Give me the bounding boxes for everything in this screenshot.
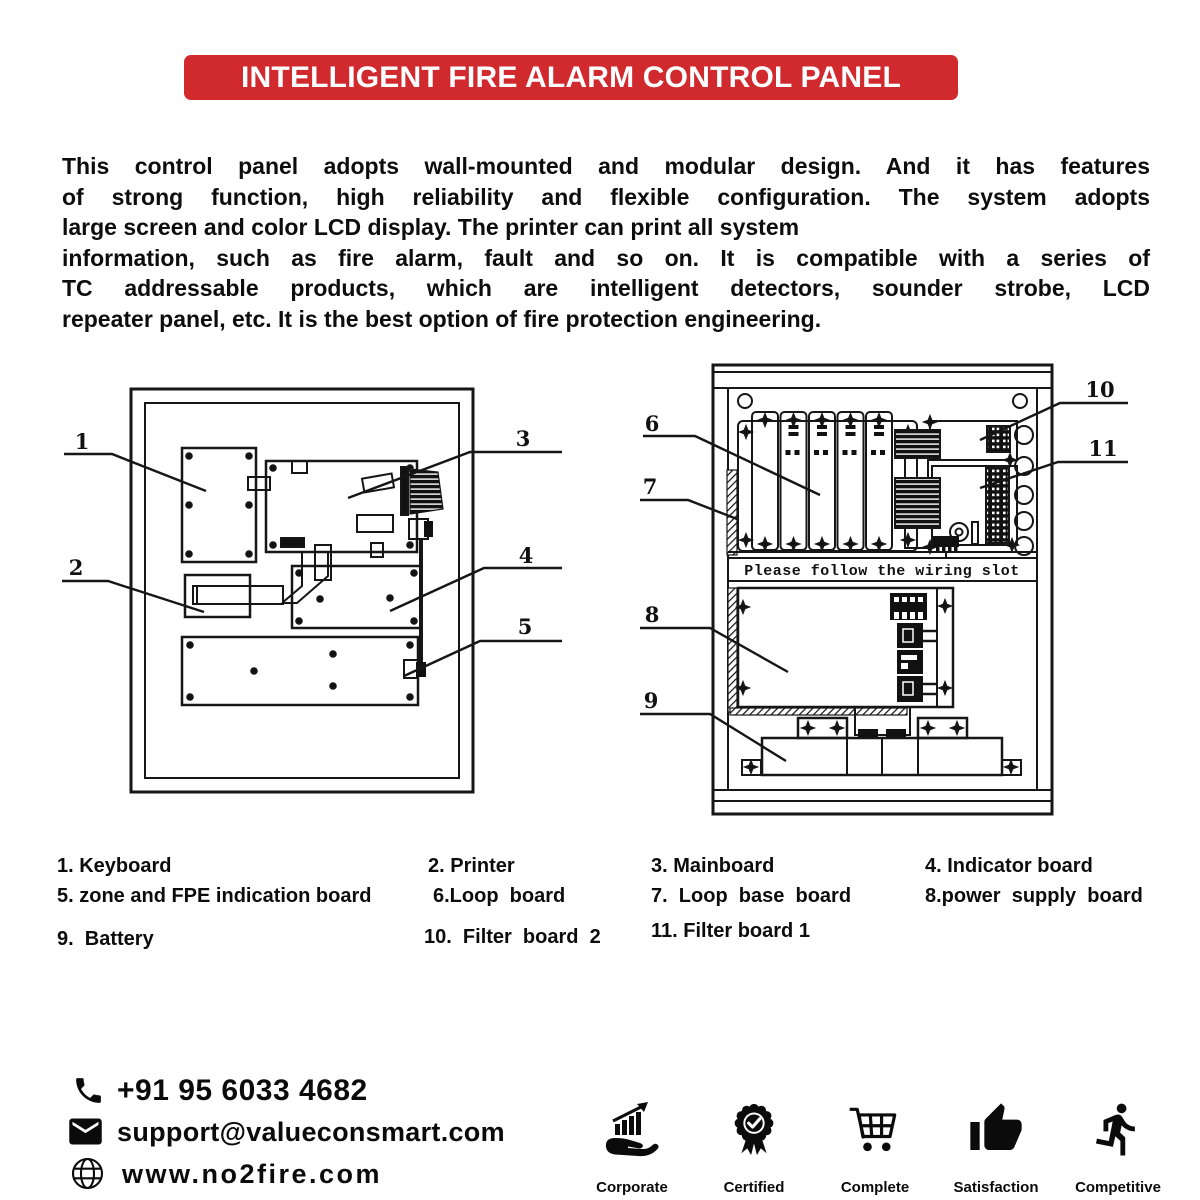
feature-complete-solution: Complete Solution	[813, 1080, 937, 1200]
feature-label: Competitive	[1075, 1179, 1161, 1196]
zone-fpe-board	[180, 635, 426, 707]
legend-item-loop-board: 6.Loop board	[433, 885, 566, 907]
page-title: INTELLIGENT FIRE ALARM CONTROL PANEL	[184, 55, 958, 100]
contact-email: support@valueconsmart.com	[117, 1117, 505, 1147]
description-line: This control panel adopts wall-mounted a…	[62, 153, 1150, 179]
callout-1: 1	[75, 429, 90, 454]
right-diagram	[640, 363, 1128, 816]
battery	[741, 716, 1022, 777]
callout-5: 5	[518, 614, 533, 639]
cart-icon	[813, 1080, 937, 1178]
ribbon-cables	[894, 429, 941, 549]
certified-medal-icon	[692, 1080, 816, 1178]
filter-board-1	[985, 467, 1010, 544]
mainboard	[264, 459, 444, 558]
wiring-slot-banner	[727, 551, 1038, 582]
description-line: of strong function, high reliability and…	[62, 183, 1150, 210]
callout-8: 8	[645, 602, 660, 627]
feature-certified-products: Certified Products	[692, 1080, 816, 1200]
feature-label: Certified	[723, 1179, 785, 1196]
power-supply-board	[727, 586, 955, 737]
callout-10: 10	[1085, 377, 1114, 402]
description-line: repeater panel, etc. It is the best opti…	[62, 305, 822, 332]
callout-2: 2	[69, 555, 84, 580]
email-icon	[66, 1112, 105, 1156]
legend-item-filter-2: 10. Filter board 2	[424, 926, 601, 948]
runner-icon	[1056, 1080, 1180, 1178]
feature-corporate-sustainability: Corporate Sustainability	[570, 1080, 694, 1200]
description-paragraph: This control panel adopts wall-mounted a…	[62, 151, 1150, 334]
enclosure-frame-left	[129, 387, 475, 794]
callout-9: 9	[644, 688, 659, 713]
legend-item-loop-base: 7. Loop base board	[651, 885, 852, 907]
legend-item-power: 8.power supply board	[925, 885, 1143, 907]
indicator-board	[290, 564, 423, 630]
callout-3: 3	[516, 426, 531, 451]
description-line: large screen and color LCD display. The …	[62, 214, 800, 240]
legend-item-mainboard: 3. Mainboard	[651, 855, 775, 877]
loop-base-board	[726, 420, 918, 556]
description-line: information, such as fire alarm, fault a…	[62, 244, 1150, 271]
globe-icon	[70, 1156, 105, 1196]
growth-hand-icon	[570, 1080, 694, 1178]
feature-label: Complete	[840, 1179, 910, 1196]
legend-item-zone-fpe: 5. zone and FPE indication board	[57, 885, 372, 907]
board-connector	[247, 476, 271, 491]
loop-boards	[751, 411, 893, 551]
keyboard-board	[180, 446, 258, 564]
callout-7: 7	[643, 474, 658, 499]
printer	[183, 552, 329, 619]
callout-6: 6	[645, 411, 660, 436]
filter-board-2	[986, 425, 1011, 453]
contact-website: www.no2fire.com	[122, 1159, 383, 1189]
feature-satisfaction-guaranteed: Satisfaction Guaranteed	[934, 1080, 1058, 1200]
legend-item-keyboard: 1. Keyboard	[57, 855, 172, 877]
board-link-connector	[314, 544, 332, 581]
legend-item-battery: 9. Battery	[57, 928, 154, 950]
feature-label: Satisfaction	[953, 1179, 1039, 1196]
callout-11: 11	[1088, 436, 1117, 461]
callout-lines-right	[640, 401, 1128, 763]
callout-lines-left	[62, 450, 562, 678]
callout-4: 4	[519, 543, 534, 568]
legend-item-printer: 2. Printer	[428, 855, 515, 877]
left-diagram	[62, 387, 562, 794]
thumbs-up-icon	[934, 1080, 1058, 1178]
contact-phone: +91 95 6033 4682	[117, 1074, 368, 1107]
wiring-slot-note: Please follow the wiring slot	[744, 563, 1020, 580]
description-line: TC addressable products, which are intel…	[62, 275, 1150, 301]
knockout-holes	[1014, 425, 1034, 556]
feature-competitive-products: Competitive Products	[1056, 1080, 1180, 1200]
legend-item-indicator: 4. Indicator board	[925, 855, 1093, 877]
legend-item-filter-1: 11. Filter board 1	[651, 920, 810, 942]
feature-label: Corporate	[596, 1179, 668, 1196]
phone-icon	[72, 1074, 105, 1112]
